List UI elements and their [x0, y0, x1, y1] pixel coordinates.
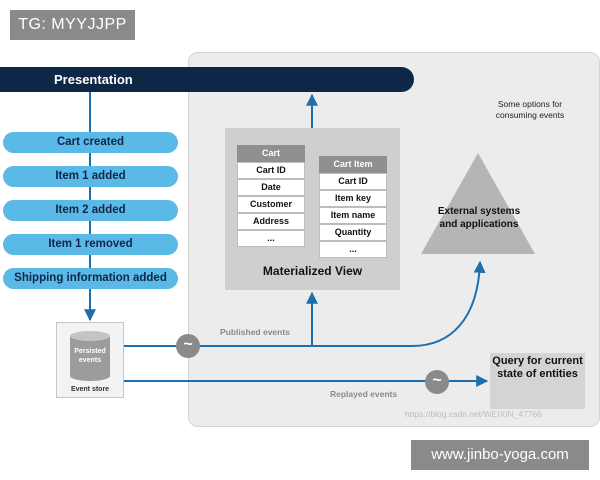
tilde-icon: ~ [176, 334, 200, 358]
persisted-events-label: Persisted events [74, 348, 106, 364]
cart-item-table: Cart Item Cart ID Item key Item name Qua… [319, 156, 387, 258]
external-systems-triangle [421, 153, 535, 254]
cart-table-header: Cart [237, 145, 305, 162]
event-item-1-removed: Item 1 removed [3, 234, 178, 255]
top-left-badge: TG: MYYJJPP [10, 10, 135, 40]
event-item-1-added: Item 1 added [3, 166, 178, 187]
cart-item-table-row: Item key [319, 190, 387, 207]
watermark-text: https://blog.csdn.net/WEIXIN_47766 [405, 409, 543, 419]
cart-table-row: Customer [237, 196, 305, 213]
presentation-bar: Presentation [0, 67, 414, 92]
cart-table-row: Date [237, 179, 305, 196]
query-current-state-box: Query for current state of entities [490, 353, 585, 409]
cart-item-table-row: ... [319, 241, 387, 258]
replayed-events-label: Replayed events [330, 389, 398, 399]
cart-item-table-row: Item name [319, 207, 387, 224]
cart-table-row: Address [237, 213, 305, 230]
materialized-view-label: Materialized View [262, 264, 363, 278]
consuming-options-note: Some options for consuming events [495, 99, 565, 120]
external-systems-label: External systems and applications [437, 206, 521, 230]
cart-item-table-row: Quantity [319, 224, 387, 241]
cart-item-table-row: Cart ID [319, 173, 387, 190]
cart-table: Cart Cart ID Date Customer Address ... [237, 145, 305, 247]
event-shipping-added: Shipping information added [3, 268, 178, 289]
event-cart-created: Cart created [3, 132, 178, 153]
event-item-2-added: Item 2 added [3, 200, 178, 221]
cart-item-table-header: Cart Item [319, 156, 387, 173]
published-events-arrow [124, 260, 486, 347]
tilde-icon: ~ [425, 370, 449, 394]
event-store-label: Event store [70, 386, 110, 393]
published-events-label: Published events [220, 327, 290, 337]
bottom-right-badge: www.jinbo-yoga.com [411, 440, 589, 470]
cart-table-row: ... [237, 230, 305, 247]
cart-table-row: Cart ID [237, 162, 305, 179]
